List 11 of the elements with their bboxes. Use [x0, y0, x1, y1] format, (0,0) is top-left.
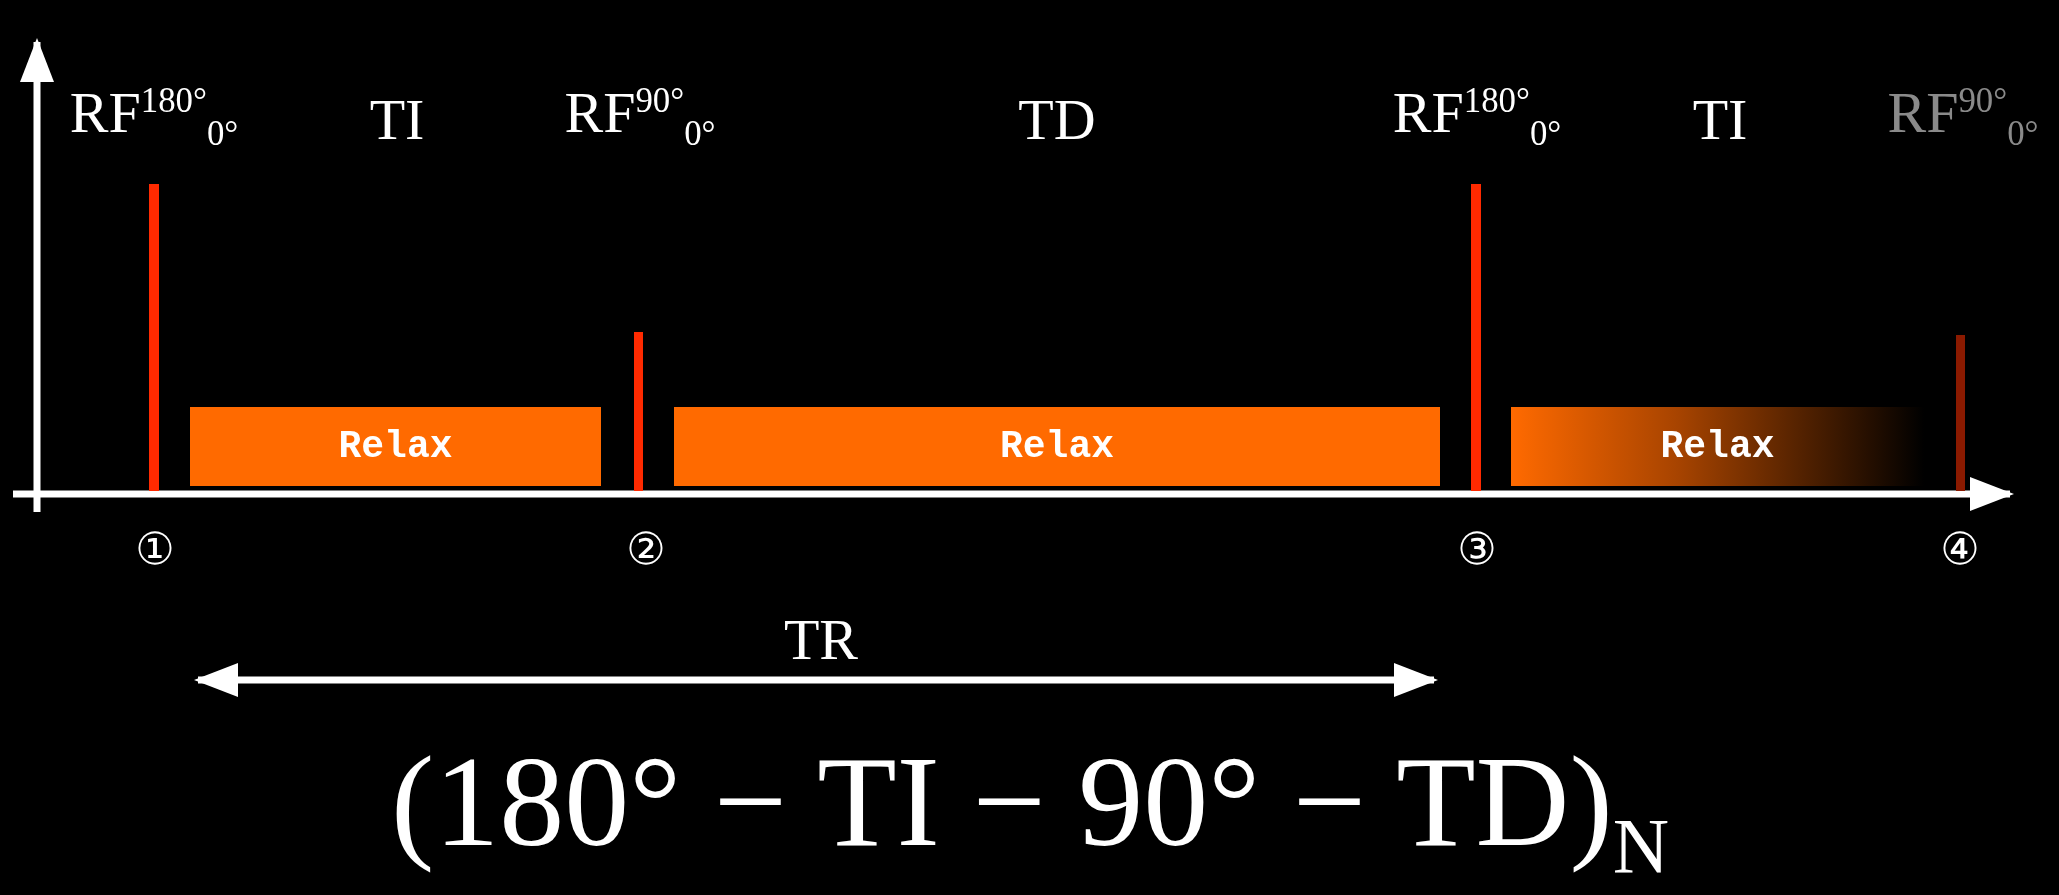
- time-point-number: ②: [626, 527, 666, 571]
- sequence-formula: (180° − TI − 90° − TD)$_{N}$: [390, 735, 1670, 885]
- interval-label: TI: [369, 91, 425, 149]
- time-point-number: ③: [1457, 527, 1497, 571]
- interval-label: TD: [1018, 91, 1096, 149]
- dimension-label: TR: [783, 611, 859, 669]
- relax-bar: Relax: [674, 407, 1440, 486]
- interval-label: TI: [1692, 91, 1748, 149]
- relax-bar: Relax: [190, 407, 601, 486]
- time-point-number: ④: [1940, 527, 1980, 571]
- time-point-number: ①: [135, 527, 175, 571]
